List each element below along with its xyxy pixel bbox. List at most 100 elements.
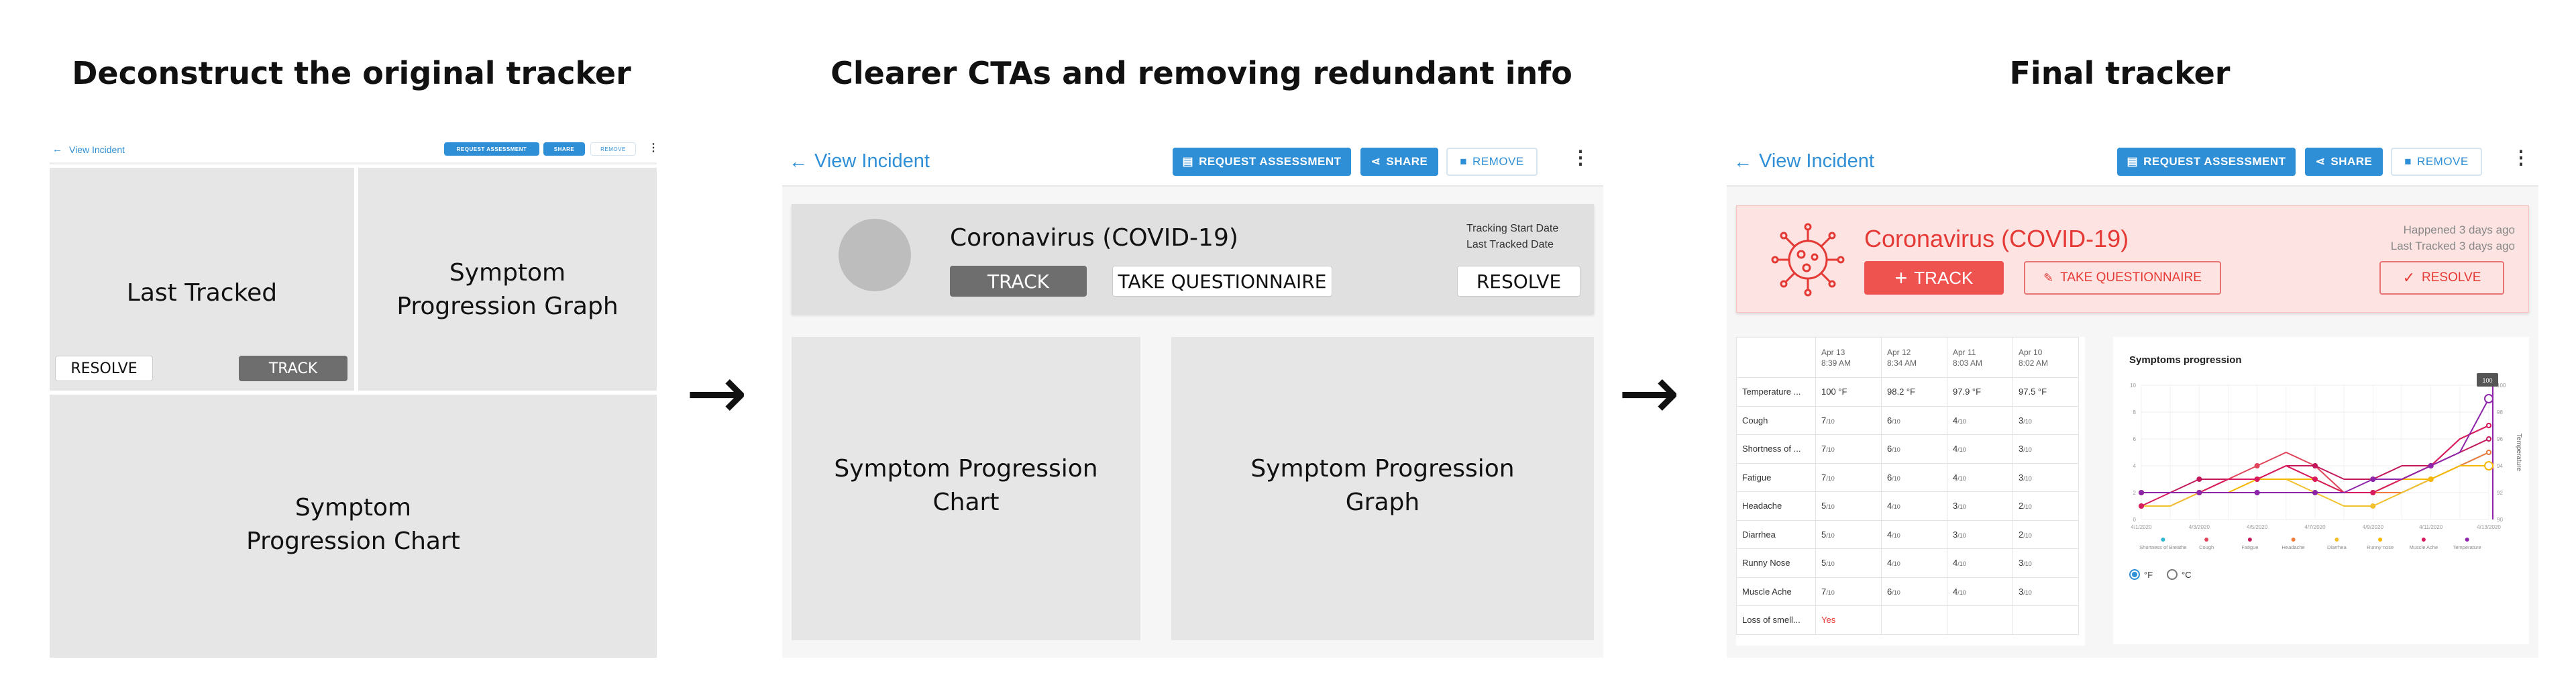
chart-label-line2: Chart <box>932 489 1000 516</box>
track-button[interactable]: TRACK <box>950 266 1087 297</box>
data-point <box>2254 463 2260 468</box>
resolve-button[interactable]: ✓ RESOLVE <box>2379 261 2504 295</box>
back-link[interactable]: ← View Incident <box>789 150 930 172</box>
back-link-label: View Incident <box>814 150 930 172</box>
table-cell: 4/10 <box>1881 491 1947 521</box>
track-button[interactable]: + TRACK <box>1864 261 2004 295</box>
share-label: SHARE <box>1386 155 1428 168</box>
more-icon[interactable]: ⋮ <box>648 142 659 154</box>
row-label: Shortness of ... <box>1736 434 1816 464</box>
incident-header-card: Coronavirus (COVID-19) + TRACK ✎ TAKE QU… <box>1736 205 2529 313</box>
table-cell: 6/10 <box>1881 462 1947 492</box>
table-cell: 4/10 <box>1947 434 2013 464</box>
table-cell: 3/10 <box>2012 577 2079 606</box>
table-cell: 3/10 <box>1947 519 2013 549</box>
table-row: Diarrhea 5/10 4/10 3/10 2/10 <box>1736 519 2079 549</box>
table-cell: 2/10 <box>2012 519 2079 549</box>
y-tick-label: 10 <box>2130 383 2136 389</box>
table-cell: 6/10 <box>1881 434 1947 464</box>
data-point <box>2370 503 2376 509</box>
table-cell: 2/10 <box>2012 491 2079 521</box>
right-axis-label: Temperature <box>2515 434 2522 472</box>
cell-value: 6 <box>1887 586 1892 597</box>
y-tick-label: 4 <box>2133 463 2137 469</box>
table-row: Shortness of ... 7/10 6/10 4/10 3/10 <box>1736 434 2079 464</box>
request-assessment-button[interactable]: REQUEST ASSESSMENT <box>444 142 539 156</box>
track-label: TRACK <box>1914 267 1974 288</box>
questionnaire-label: TAKE QUESTIONNAIRE <box>2060 270 2202 285</box>
resolve-button[interactable]: RESOLVE <box>1457 266 1580 297</box>
take-questionnaire-button[interactable]: ✎ TAKE QUESTIONNAIRE <box>2024 261 2221 295</box>
back-link[interactable]: ← View Incident <box>52 144 125 155</box>
arrow-left-icon: ← <box>789 150 808 172</box>
table-cell: 3/10 <box>2012 405 2079 435</box>
resolve-label: RESOLVE <box>1476 270 1562 293</box>
row-label: Muscle Ache <box>1736 577 1816 606</box>
unit-toggle-c[interactable]: °C <box>2167 569 2192 580</box>
cell-unit: /10 <box>2023 446 2032 454</box>
request-assessment-button[interactable]: ▤ REQUEST ASSESSMENT <box>2117 148 2296 176</box>
cell-value: 7 <box>1821 415 1827 426</box>
data-point <box>2484 461 2493 470</box>
panel-original: ← View Incident REQUEST ASSESSMENT SHARE… <box>50 134 659 658</box>
data-point <box>2486 436 2491 442</box>
share-button[interactable]: ⋖ SHARE <box>2305 148 2383 176</box>
row-label: Headache <box>1736 491 1816 521</box>
more-icon[interactable]: ⋮ <box>2512 147 2530 168</box>
share-button[interactable]: SHARE <box>543 142 585 156</box>
cell-value: 7 <box>1821 444 1827 454</box>
chart-title: Symptoms progression <box>2129 354 2242 366</box>
column-time: 8:34 AM <box>1887 358 1917 368</box>
cell-value: 3 <box>2019 586 2024 597</box>
unit-toggle-f[interactable]: °F <box>2129 569 2153 580</box>
legend-label: Cough <box>2199 544 2214 550</box>
table-cell: 3/10 <box>2012 434 2079 464</box>
cell-value: 6 <box>1887 472 1892 483</box>
share-button[interactable]: ⋖ SHARE <box>1360 148 1438 176</box>
graph-label-line1: Symptom Progression <box>1250 455 1515 483</box>
x-tick-label: 4/5/2020 <box>2247 524 2268 530</box>
track-label: TRACK <box>268 360 318 377</box>
table-cell: 7/10 <box>1815 462 1882 492</box>
last-tracked-card: Last Tracked RESOLVE TRACK <box>50 168 354 391</box>
pencil-icon: ✎ <box>2043 270 2054 285</box>
virus-icon <box>1771 223 1845 297</box>
row-label: Loss of smell... <box>1736 605 1816 635</box>
unit-label: °C <box>2182 569 2192 580</box>
table-cell: 98.2 °F <box>1881 377 1947 407</box>
remove-button[interactable]: ■ REMOVE <box>1446 148 1538 176</box>
table-cell: 4/10 <box>1947 405 2013 435</box>
remove-button[interactable]: ■ REMOVE <box>2391 148 2482 176</box>
more-icon[interactable]: ⋮ <box>1571 147 1590 168</box>
data-point <box>2196 490 2202 495</box>
cell-value: 2 <box>2019 501 2024 511</box>
cell-value: 5 <box>1821 558 1827 568</box>
cell-unit: /10 <box>1826 417 1835 425</box>
resolve-button[interactable]: RESOLVE <box>55 356 153 381</box>
cell-unit: /10 <box>2023 474 2032 482</box>
cell-unit: /10 <box>1957 474 1966 482</box>
data-point <box>2486 423 2491 428</box>
radio-unchecked-icon <box>2167 569 2178 580</box>
track-button[interactable]: TRACK <box>239 356 347 381</box>
back-link[interactable]: ← View Incident <box>1733 150 1874 172</box>
cell-value: 6 <box>1887 444 1892 454</box>
arrow-right-icon: → <box>686 350 748 436</box>
data-point <box>2428 463 2434 468</box>
cell-value: 4 <box>1953 558 1958 568</box>
column-date: Apr 10 <box>2019 347 2043 357</box>
cell-value: 5 <box>1821 529 1827 540</box>
table-cell: 3/10 <box>2012 462 2079 492</box>
cell-unit: /10 <box>1826 474 1835 482</box>
questionnaire-label: TAKE QUESTIONNAIRE <box>1118 270 1327 293</box>
y-tick-label: 2 <box>2133 490 2137 496</box>
request-assessment-button[interactable]: ▤ REQUEST ASSESSMENT <box>1173 148 1351 176</box>
remove-label: REMOVE <box>1472 155 1524 168</box>
remove-button[interactable]: REMOVE <box>590 142 636 156</box>
arrow-left-icon: ← <box>1733 150 1752 172</box>
take-questionnaire-button[interactable]: TAKE QUESTIONNAIRE <box>1112 266 1332 297</box>
